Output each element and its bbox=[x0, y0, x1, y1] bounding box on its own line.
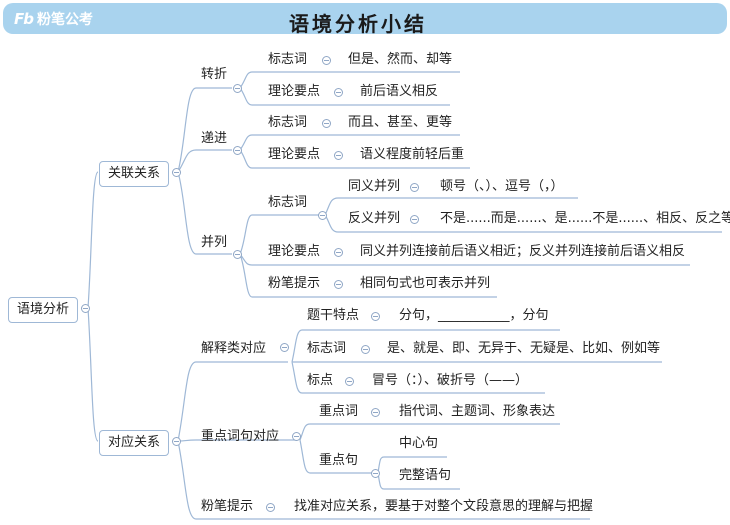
collapse-toggle-icon[interactable] bbox=[334, 248, 343, 257]
link-zhuanzhe-items bbox=[239, 71, 460, 106]
zhuanzhe-biaozhici-label: 标志词 bbox=[268, 52, 308, 67]
biaodian-label: 标点 bbox=[307, 373, 334, 388]
collapse-toggle-icon[interactable] bbox=[172, 437, 181, 446]
dijin-lilun-value: 语义程度前轻后重 bbox=[360, 147, 465, 162]
duiying-tishi-value: 找准对应关系，要基于对整个文段意思的理解与把握 bbox=[294, 499, 594, 514]
duiying-tishi-label: 粉笔提示 bbox=[201, 499, 254, 514]
jieshi-biaozhici-value: 是、就是、即、无异于、无疑是、比如、例如等 bbox=[387, 341, 661, 356]
zhongdianju-item-2: 完整语句 bbox=[399, 468, 452, 483]
link-root-duiying bbox=[87, 307, 99, 442]
collapse-toggle-icon[interactable] bbox=[371, 408, 380, 417]
collapse-toggle-icon[interactable] bbox=[322, 119, 331, 128]
collapse-toggle-icon[interactable] bbox=[334, 151, 343, 160]
link-duiying-jieshi bbox=[177, 361, 197, 442]
dijin-biaozhici-value: 而且、甚至、更等 bbox=[348, 115, 453, 130]
collapse-toggle-icon[interactable] bbox=[334, 280, 343, 289]
collapse-toggle-icon[interactable] bbox=[371, 469, 380, 478]
node-guanlian[interactable]: 关联关系 bbox=[99, 161, 170, 187]
collapse-toggle-icon[interactable] bbox=[233, 146, 242, 155]
link-root-guanlian bbox=[87, 171, 99, 309]
collapse-toggle-icon[interactable] bbox=[410, 215, 419, 224]
tigan-label: 题干特点 bbox=[307, 308, 360, 323]
link-duiying-tishi bbox=[177, 440, 197, 520]
node-dijin[interactable]: 递进 bbox=[201, 131, 228, 146]
link-binglie-items bbox=[239, 214, 690, 298]
tigan-value: 分句，___________，分句 bbox=[399, 308, 549, 323]
node-zhongdian[interactable]: 重点词句对应 bbox=[201, 429, 280, 444]
collapse-toggle-icon[interactable] bbox=[345, 377, 354, 386]
fanyi-value: 不是......而是......、是......不是......、相反、反之等 bbox=[440, 211, 730, 226]
zhongdianju-label: 重点句 bbox=[319, 453, 359, 468]
collapse-toggle-icon[interactable] bbox=[361, 345, 370, 354]
jieshi-biaozhici-label: 标志词 bbox=[307, 341, 347, 356]
binglie-lilun-label: 理论要点 bbox=[268, 244, 321, 259]
collapse-toggle-icon[interactable] bbox=[318, 211, 327, 220]
binglie-biaozhici-label: 标志词 bbox=[268, 195, 308, 210]
zhongdianju-item-1: 中心句 bbox=[399, 436, 439, 451]
fanyi-label: 反义并列 bbox=[348, 211, 401, 226]
logo-text: 粉笔公考 bbox=[36, 12, 93, 28]
collapse-toggle-icon[interactable] bbox=[322, 56, 331, 65]
collapse-toggle-icon[interactable] bbox=[266, 503, 275, 512]
collapse-toggle-icon[interactable] bbox=[172, 168, 181, 177]
collapse-toggle-icon[interactable] bbox=[334, 88, 343, 97]
link-guanlian-zhuanzhe bbox=[177, 87, 197, 173]
tongyi-value: 顿号（、）、逗号（，） bbox=[440, 179, 564, 194]
collapse-toggle-icon[interactable] bbox=[233, 84, 242, 93]
link-jieshi-items bbox=[291, 329, 662, 394]
link-guanlian-binglie bbox=[177, 171, 197, 255]
collapse-toggle-icon[interactable] bbox=[81, 304, 90, 313]
node-binglie[interactable]: 并列 bbox=[201, 235, 228, 250]
collapse-toggle-icon[interactable] bbox=[292, 432, 301, 441]
link-zhongdian-items bbox=[299, 423, 560, 474]
dijin-lilun-label: 理论要点 bbox=[268, 147, 321, 162]
binglie-lilun-value: 同义并列连接前后语义相近；反义并列连接前后语义相反 bbox=[360, 244, 686, 259]
node-jieshi[interactable]: 解释类对应 bbox=[201, 341, 267, 356]
zhuanzhe-biaozhici-value: 但是、然而、却等 bbox=[348, 52, 453, 67]
collapse-toggle-icon[interactable] bbox=[280, 343, 289, 352]
dijin-biaozhici-label: 标志词 bbox=[268, 115, 308, 130]
collapse-toggle-icon[interactable] bbox=[233, 250, 242, 259]
root-node[interactable]: 语境分析 bbox=[8, 297, 79, 323]
binglie-tishi-value: 相同句式也可表示并列 bbox=[360, 276, 491, 291]
zhuanzhe-lilun-value: 前后语义相反 bbox=[360, 84, 439, 99]
zhongdianci-value: 指代词、主题词、形象表达 bbox=[399, 404, 556, 419]
node-zhuanzhe[interactable]: 转折 bbox=[201, 67, 228, 82]
zhongdianci-label: 重点词 bbox=[319, 404, 359, 419]
node-duiying[interactable]: 对应关系 bbox=[99, 430, 170, 456]
binglie-tishi-label: 粉笔提示 bbox=[268, 276, 321, 291]
collapse-toggle-icon[interactable] bbox=[371, 312, 380, 321]
tongyi-label: 同义并列 bbox=[348, 179, 401, 194]
header-bar: Fb 粉笔公考 语境分析小结 bbox=[3, 3, 727, 36]
biaodian-value: 冒号（：）、破折号（——） bbox=[372, 373, 529, 388]
link-dijin-items bbox=[239, 134, 470, 169]
zhuanzhe-lilun-label: 理论要点 bbox=[268, 84, 321, 99]
logo-mark: Fb bbox=[14, 10, 34, 28]
brand-logo: Fb 粉笔公考 bbox=[14, 8, 93, 30]
collapse-toggle-icon[interactable] bbox=[410, 183, 419, 192]
page-title: 语境分析小结 bbox=[289, 12, 427, 36]
